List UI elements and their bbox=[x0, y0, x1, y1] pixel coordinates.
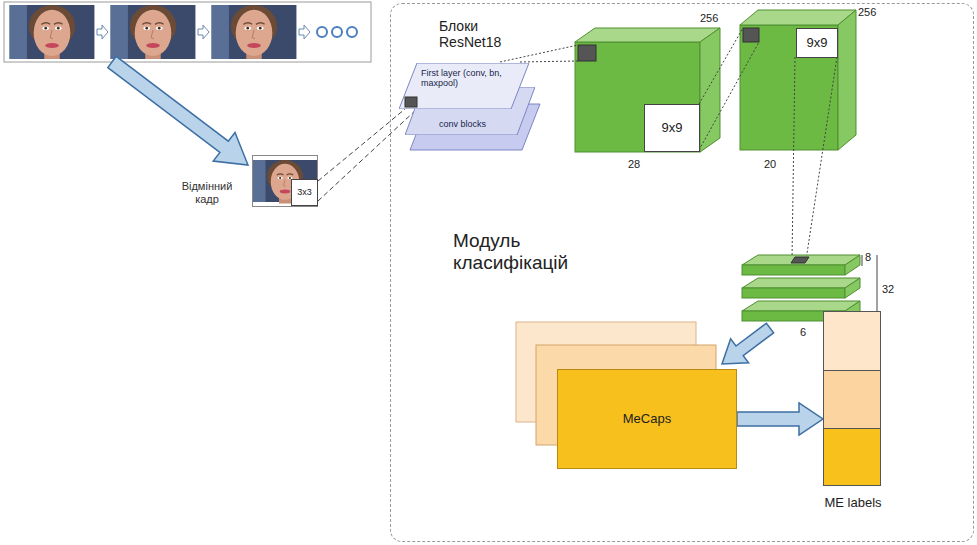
text-holder: Відмінний кадр bbox=[171, 180, 243, 205]
layer-name: conv blocks bbox=[439, 119, 519, 129]
flow-arrow bbox=[737, 403, 823, 435]
projection-line bbox=[318, 109, 417, 201]
kernel-size: 3x3 bbox=[297, 187, 312, 197]
frame-sequence bbox=[97, 25, 108, 39]
card-outline bbox=[405, 87, 535, 135]
kernel-size: 9x9 bbox=[662, 121, 683, 136]
leader-line bbox=[500, 45, 578, 62]
text-holder: 20 bbox=[764, 158, 776, 171]
kernel-box: 3x3 bbox=[291, 179, 318, 206]
classification-module: Модуль класифікаційБлоки ResNet18First l… bbox=[390, 3, 974, 542]
capsule-layer: MeCaps bbox=[557, 369, 737, 469]
label-segment bbox=[824, 428, 880, 485]
difference-frame: Відмінний кадр3x3 bbox=[252, 155, 318, 207]
leader-line bbox=[500, 28, 837, 260]
frame-sequence bbox=[317, 27, 327, 37]
text-holder: 256 bbox=[858, 6, 876, 19]
text-holder: 28 bbox=[628, 158, 640, 171]
frame-sequence bbox=[198, 25, 209, 39]
label-segment bbox=[824, 370, 880, 428]
module-title: Модуль класифікацій bbox=[453, 230, 603, 274]
dimension-label: 256 bbox=[858, 6, 876, 19]
feature-map bbox=[743, 28, 759, 42]
frame-sequence bbox=[111, 5, 196, 61]
text-holder: Блоки ResNet18 bbox=[439, 18, 525, 50]
capsule-stack bbox=[742, 301, 860, 311]
frame-sequence bbox=[212, 5, 297, 61]
leader-line bbox=[520, 61, 578, 62]
capsule-stack bbox=[742, 278, 860, 288]
projection-lines bbox=[318, 109, 417, 201]
capsule-stack bbox=[742, 265, 845, 275]
leader-line bbox=[699, 28, 743, 104]
dimension-tick bbox=[862, 255, 863, 266]
kernel-box: 9x9 bbox=[796, 28, 838, 58]
label-vector: ME labels bbox=[823, 311, 881, 486]
frame-caption: Відмінний кадр bbox=[171, 180, 243, 205]
block-title: Блоки ResNet18 bbox=[439, 18, 525, 50]
text-holder: 8 bbox=[865, 251, 871, 264]
feature-map bbox=[575, 28, 720, 152]
feature-map bbox=[575, 28, 720, 42]
selection-arrow bbox=[108, 56, 248, 165]
frame-sequence bbox=[299, 25, 310, 39]
dimension-label: 8 bbox=[865, 251, 871, 264]
feature-map bbox=[700, 28, 720, 152]
text-holder: conv blocks bbox=[439, 119, 519, 129]
card-outline bbox=[399, 63, 529, 109]
dimension-label: 256 bbox=[700, 12, 718, 25]
flow-arrow bbox=[722, 323, 774, 364]
text-holder: 6 bbox=[800, 326, 806, 339]
projection-line bbox=[318, 109, 405, 181]
text-holder: First layer (conv, bn, maxpool) bbox=[421, 68, 507, 89]
feature-map bbox=[740, 10, 856, 25]
flow-arrow bbox=[722, 323, 774, 364]
feature-map bbox=[575, 42, 700, 152]
dimension-label: 20 bbox=[764, 158, 776, 171]
selection-arrow bbox=[108, 56, 248, 165]
text-holder: 32 bbox=[882, 283, 894, 296]
feature-map bbox=[740, 25, 838, 150]
frame-sequence bbox=[4, 2, 371, 62]
kernel-square bbox=[405, 97, 417, 107]
frame-sequence bbox=[347, 27, 357, 37]
frame-sequence bbox=[10, 5, 95, 61]
frame-sequence bbox=[332, 27, 342, 37]
capsule-stack bbox=[845, 255, 860, 275]
leader-line bbox=[792, 57, 795, 260]
capsule-stack bbox=[791, 257, 809, 263]
layer-card: Блоки ResNet18First layer (conv, bn, max… bbox=[399, 63, 529, 109]
dimension-label: 6 bbox=[800, 326, 806, 339]
label-segment bbox=[824, 312, 880, 370]
capsule-stack bbox=[845, 278, 860, 298]
frame-sequence bbox=[4, 2, 371, 62]
layer-name: First layer (conv, bn, maxpool) bbox=[421, 68, 507, 89]
layer-name: MeCaps bbox=[623, 412, 671, 427]
kernel-box: 9x9 bbox=[644, 104, 700, 152]
feature-map bbox=[838, 10, 856, 150]
block-arrow bbox=[737, 403, 823, 435]
kernel-size: 9x9 bbox=[807, 36, 828, 51]
leader-line bbox=[699, 42, 759, 150]
text-holder: ME labels bbox=[803, 496, 903, 511]
capsule-stack bbox=[742, 288, 845, 298]
capsule-stack bbox=[742, 255, 860, 265]
text-holder: Модуль класифікацій bbox=[453, 230, 603, 274]
dimension-label: 32 bbox=[882, 283, 894, 296]
dimension-label: 28 bbox=[628, 158, 640, 171]
feature-map bbox=[578, 45, 596, 61]
text-holder: 256 bbox=[700, 12, 718, 25]
output-title: ME labels bbox=[803, 496, 903, 511]
leader-line bbox=[806, 57, 837, 260]
feature-map bbox=[740, 10, 856, 150]
